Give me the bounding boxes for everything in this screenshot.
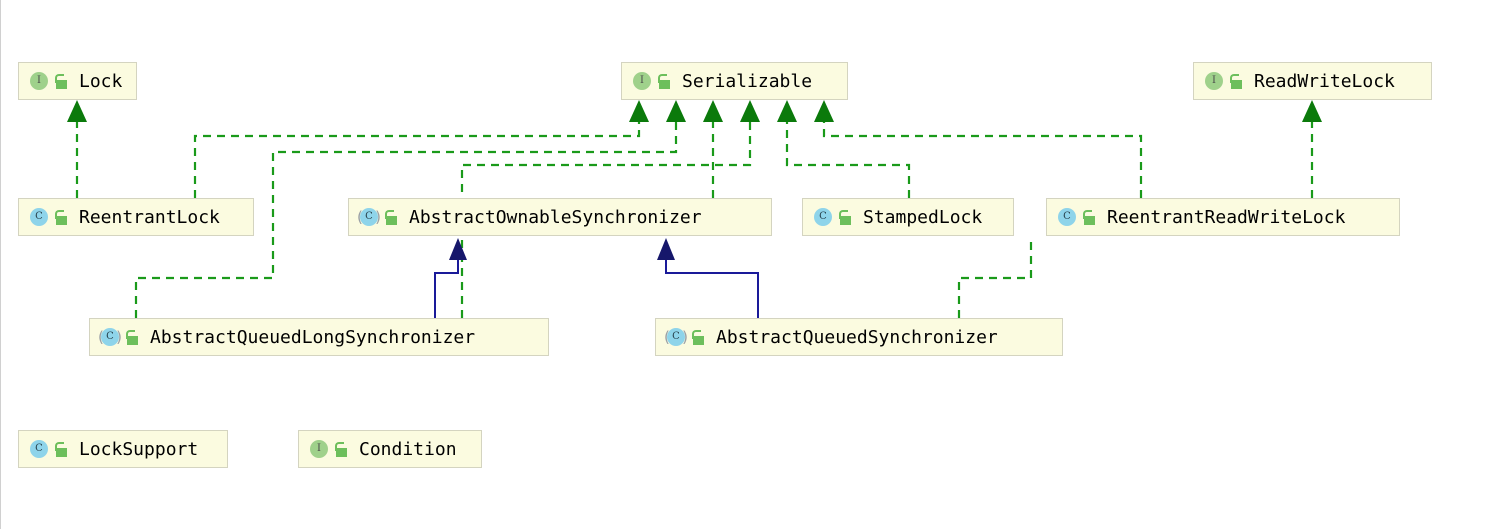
node-icons: ( C )	[98, 326, 140, 348]
node-icons: C	[28, 206, 69, 228]
node-label: ReadWriteLock	[1254, 70, 1395, 92]
node-label: ReentrantReadWriteLock	[1107, 206, 1346, 228]
edge-reentrantlock-implements-lock	[67, 100, 87, 198]
interface-i-icon: I	[28, 70, 50, 92]
abstract-class-c-icon: ( C )	[98, 328, 122, 346]
class-c-icon: C	[28, 206, 50, 228]
edge-aqls-extends-aos	[434, 238, 467, 318]
node-reentrantlock[interactable]: C ReentrantLock	[18, 198, 254, 236]
interface-i-icon: I	[308, 438, 330, 460]
node-icons: C	[1056, 206, 1097, 228]
public-unlock-icon	[125, 329, 140, 345]
node-label: Condition	[359, 438, 457, 460]
public-unlock-icon	[657, 73, 672, 89]
node-stampedlock[interactable]: C StampedLock	[802, 198, 1014, 236]
public-unlock-icon	[1082, 209, 1097, 225]
node-icons: I	[631, 70, 672, 92]
node-label: AbstractOwnableSynchronizer	[409, 206, 702, 228]
interface-i-icon: I	[1203, 70, 1225, 92]
abstract-class-c-icon: ( C )	[664, 328, 688, 346]
edge-aos-implements-serializable	[703, 100, 723, 198]
edge-stampedlock-implements-serializable	[777, 100, 911, 198]
abstract-class-c-icon: ( C )	[357, 208, 381, 226]
public-unlock-icon	[54, 73, 69, 89]
class-c-icon: C	[1056, 206, 1078, 228]
node-label: Serializable	[682, 70, 813, 92]
node-readwritelock[interactable]: I ReadWriteLock	[1193, 62, 1432, 100]
node-label: LockSupport	[79, 438, 199, 460]
node-abstractqueuedsynchronizer[interactable]: ( C ) AbstractQueuedSynchronizer	[655, 318, 1063, 356]
public-unlock-icon	[334, 441, 349, 457]
public-unlock-icon	[54, 209, 69, 225]
node-icons: I	[28, 70, 69, 92]
edge-rrwl-implements-serializable	[814, 100, 1143, 198]
node-icons: ( C )	[664, 326, 706, 348]
node-icons: C	[812, 206, 853, 228]
interface-i-icon: I	[631, 70, 653, 92]
edge-aqs-extends-aos	[657, 238, 759, 318]
node-lock[interactable]: I Lock	[18, 62, 137, 100]
node-label: AbstractQueuedSynchronizer	[716, 326, 998, 348]
node-abstractqueuedlongsynchronizer[interactable]: ( C ) AbstractQueuedLongSynchronizer	[89, 318, 549, 356]
node-icons: I	[1203, 70, 1244, 92]
node-label: AbstractQueuedLongSynchronizer	[150, 326, 476, 348]
node-icons: C	[28, 438, 69, 460]
node-serializable[interactable]: I Serializable	[621, 62, 848, 100]
public-unlock-icon	[384, 209, 399, 225]
public-unlock-icon	[838, 209, 853, 225]
class-c-icon: C	[812, 206, 834, 228]
edge-rrwl-implements-readwritelock	[1302, 100, 1322, 198]
node-condition[interactable]: I Condition	[298, 430, 482, 468]
node-abstractownablesynchronizer[interactable]: ( C ) AbstractOwnableSynchronizer	[348, 198, 772, 236]
node-label: ReentrantLock	[79, 206, 220, 228]
edge-aqs-implements-serializable-leg	[957, 238, 1033, 318]
node-icons: I	[308, 438, 349, 460]
public-unlock-icon	[691, 329, 706, 345]
node-locksupport[interactable]: C LockSupport	[18, 430, 228, 468]
node-reentrantreadwritelock[interactable]: C ReentrantReadWriteLock	[1046, 198, 1400, 236]
class-c-icon: C	[28, 438, 50, 460]
edge-reentrantlock-implements-serializable	[193, 100, 649, 198]
public-unlock-icon	[54, 441, 69, 457]
node-label: Lock	[79, 70, 123, 92]
node-icons: ( C )	[357, 206, 399, 228]
node-label: StampedLock	[863, 206, 983, 228]
public-unlock-icon	[1229, 73, 1244, 89]
